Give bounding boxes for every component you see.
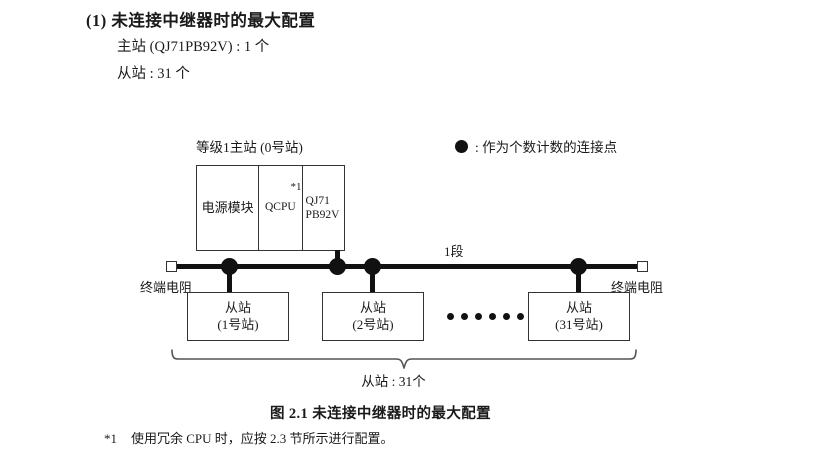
connection-node-dot xyxy=(329,258,346,275)
slave-count-brace xyxy=(168,348,640,370)
power-module-label: 电源模块 xyxy=(201,199,254,215)
rack-cell-power-module: 电源模块 xyxy=(197,166,258,250)
ellipsis-dot xyxy=(489,313,496,320)
slave-drop-line xyxy=(227,266,232,294)
trunk-bus-line xyxy=(176,264,639,269)
terminator-square-right xyxy=(637,261,648,272)
slave-station-box: 从站 (2号站) xyxy=(322,292,424,341)
segment-label: 1段 xyxy=(444,244,464,259)
slave-name: 从站 xyxy=(565,299,592,315)
network-module-line2: PB92V xyxy=(305,209,340,221)
slave-station-number: (2号站) xyxy=(352,316,394,332)
ellipsis-dot xyxy=(475,313,482,320)
section-title: (1) 未连接中继器时的最大配置 xyxy=(86,11,316,30)
ellipsis-dot xyxy=(503,313,510,320)
footnote: *1 使用冗余 CPU 时，应按 2.3 节所示进行配置。 xyxy=(104,428,394,447)
terminator-label-left: 终端电阻 xyxy=(140,280,193,295)
cpu-label: QCPU xyxy=(265,201,296,214)
rack-cell-cpu: QCPU *1 xyxy=(258,166,302,250)
slave-station-box: 从站 (1号站) xyxy=(187,292,289,341)
ellipsis-dot xyxy=(517,313,524,320)
ellipsis-dots xyxy=(447,313,524,320)
figure-caption: 图 2.1 未连接中继器时的最大配置 xyxy=(269,406,492,422)
footnote-text: 使用冗余 CPU 时，应按 2.3 节所示进行配置。 xyxy=(131,431,394,446)
section-line-slave: 从站 : 31 个 xyxy=(117,66,190,82)
cpu-footnote-marker: *1 xyxy=(290,181,302,193)
ellipsis-dot xyxy=(447,313,454,320)
terminator-square-left xyxy=(166,261,177,272)
legend-label: : 作为个数计数的连接点 xyxy=(475,140,618,155)
rack-cell-network-module: QJ71 PB92V xyxy=(301,166,344,250)
network-module-line1: QJ71 xyxy=(305,194,330,207)
slave-drop-line xyxy=(576,266,581,294)
slave-count-label: 从站 : 31个 xyxy=(361,374,426,389)
terminator-label-right: 终端电阻 xyxy=(611,280,664,295)
section-line-master: 主站 (QJ71PB92V) : 1 个 xyxy=(117,39,270,55)
ellipsis-dot xyxy=(461,313,468,320)
master-rack: 电源模块 QCPU *1 QJ71 PB92V xyxy=(196,165,345,251)
network-module-label: QJ71 PB92V xyxy=(306,194,340,223)
slave-station-number: (31号站) xyxy=(555,316,603,332)
slave-station-box: 从站 (31号站) xyxy=(528,292,630,341)
slave-drop-line xyxy=(370,266,375,294)
master-station-label: 等级1主站 (0号站) xyxy=(196,140,303,155)
legend: : 作为个数计数的连接点 xyxy=(455,136,617,156)
filled-circle-icon xyxy=(455,139,468,153)
slave-name: 从站 xyxy=(224,299,251,315)
footnote-marker: *1 xyxy=(104,431,117,446)
slave-station-number: (1号站) xyxy=(217,316,259,332)
slave-name: 从站 xyxy=(359,299,386,315)
